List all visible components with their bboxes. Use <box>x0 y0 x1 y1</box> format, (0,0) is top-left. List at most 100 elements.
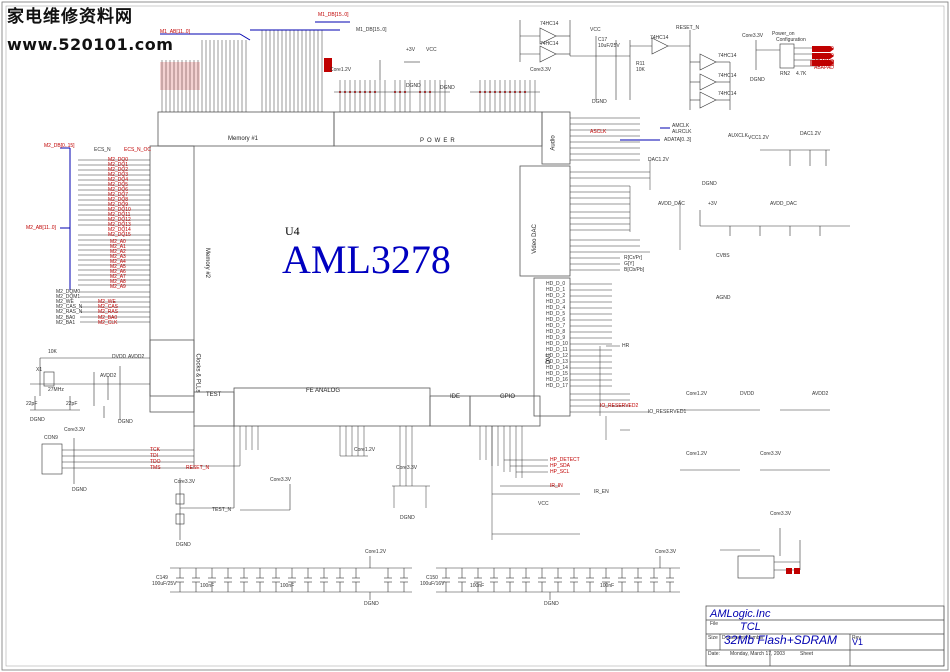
dvi-pin: HD_D_5 <box>546 311 566 317</box>
pwr-core33-fe: Core3.3V <box>396 465 418 471</box>
bus-m1-db-port: M1_DB[15..0] <box>356 27 387 33</box>
pwr-dgnd-reset: DGND <box>592 99 607 105</box>
pwr-33v: +3V <box>708 201 718 207</box>
bus-m2-db: M2_DB[0..15] <box>44 143 75 149</box>
m2-a: M2_A1 <box>110 244 126 250</box>
power-dots <box>339 91 526 93</box>
m2-a: M2_A3 <box>110 254 126 260</box>
pwr-dgnd-clk: DGND <box>30 417 45 423</box>
pwr-avdd-dac: AVDD_DAC <box>770 201 797 207</box>
pwr-avdd2b: AVDD2 <box>100 373 117 379</box>
bus-ecs-n-oc: ECS_N_OC <box>124 147 151 153</box>
pwr-dgnd-cfg: DGND <box>750 77 765 83</box>
test-resistors <box>175 426 291 540</box>
bus-m1-db: M1_DB[15..0] <box>318 12 349 18</box>
pwr-core33-eeprom: Core3.3V <box>770 511 792 517</box>
pwr-core33-test: Core3.3V <box>174 479 196 485</box>
tb-doc-label: Document Number <box>722 635 764 641</box>
crystal-c38: 22pF <box>66 401 78 407</box>
memory1-pins <box>161 30 323 112</box>
crystal-r17: 10K <box>48 349 57 355</box>
m2-ctrl: M2_DQM1 <box>56 294 81 300</box>
config-red-tags <box>810 46 834 66</box>
bus-ecs-n: ECS_N <box>94 147 111 153</box>
dvi-wiring <box>570 283 650 440</box>
dvi-pin: HD_D_2 <box>546 293 566 299</box>
block-clocks: Clocks & PLLs <box>194 353 201 393</box>
cap-value: 100nF <box>470 583 485 589</box>
cap-bank-left <box>170 556 412 600</box>
m2-a: M2_A6 <box>110 269 126 275</box>
m2-dq: M2_DQ8 <box>108 197 129 203</box>
bus-asclk: ASCLK <box>590 129 607 135</box>
dvi-pin: HD_D_0 <box>546 281 566 287</box>
net-test-n: TEST_N <box>212 507 232 513</box>
m2-dq: M2_DQ4 <box>108 177 129 183</box>
m2-ctrl-red: M2_RAS <box>98 309 119 315</box>
pwr-core12-r2: Core1.2V <box>686 451 708 457</box>
net-ir-en: IR_EN <box>594 489 609 495</box>
c17-label: C17 <box>598 37 608 43</box>
power-pins <box>339 80 536 112</box>
dvi-pin: HD_D_6 <box>546 317 566 323</box>
tb-company: AMLogic.Inc <box>710 608 771 620</box>
m2-dq: M2_DQ1 <box>108 162 129 168</box>
m2-a: M2_A9 <box>110 284 126 290</box>
pwr-dgnd-top2: DGND <box>440 85 455 91</box>
cfg-rn-value: 4.7K <box>796 71 807 77</box>
reset-circuit <box>519 20 731 110</box>
jtag-connector <box>41 426 195 484</box>
cap-value: 100nF <box>200 583 215 589</box>
pwr-3v: +3V <box>406 47 416 53</box>
pwr-core12-r: Core1.2V <box>686 391 708 397</box>
u13b-label: 74HC14 <box>540 41 559 47</box>
pwr-core33-top: Core3.3V <box>530 67 552 73</box>
tb-sheet-label: Sheet <box>800 651 814 657</box>
m2-dq: M2_DQ0 <box>108 157 129 163</box>
u13d-label: 74HC14 <box>718 53 737 59</box>
pwr-vcc-gpio: VCC <box>538 501 549 507</box>
left-bus-wiring <box>60 147 71 290</box>
pwr-avdd2: AVDD2 <box>128 354 145 360</box>
pwr-dgnd-r1: DGND <box>702 181 717 187</box>
cap-bank-right-first-v: 100uF/16V <box>420 581 445 587</box>
m2-dq: M2_DQ7 <box>108 192 129 198</box>
bus-alrclk: ALRCLK <box>672 129 692 135</box>
tb-rev-label: Rev <box>852 635 861 641</box>
block-memory1: Memory #1 <box>228 136 259 142</box>
u13a-label: 74HC14 <box>540 21 559 27</box>
tb-file-label: File <box>710 621 719 627</box>
crystal-ref: X1 <box>36 367 43 373</box>
r11-value: 10K <box>636 67 645 73</box>
reset-n-label: RESET_N <box>676 25 700 31</box>
jtag-tdi: TDI <box>150 453 159 459</box>
r11-label: R11 <box>636 61 645 67</box>
net-gpio-0: HP_DETECT <box>550 457 580 463</box>
dvi-pin: HD_D_13 <box>546 359 568 365</box>
block-power: POWER <box>420 138 458 144</box>
dvi-pin: HD_D_4 <box>546 305 566 311</box>
pwr-core12-top: Core1.2V <box>330 67 352 73</box>
tb-date: Monday, March 17, 2003 <box>730 651 785 657</box>
pwr-dgnd-jtag: DGND <box>72 487 87 493</box>
pwr-dgnd-top: DGND <box>406 83 421 89</box>
cfg-title: Power_on <box>772 31 795 37</box>
pwr-agnd: AGND <box>716 295 731 301</box>
right-filter-caps <box>680 149 850 579</box>
video-out-r: R[Cr/Pr] <box>624 255 643 261</box>
pwr-dgnd-bank: DGND <box>364 601 379 607</box>
cfg-pin-2: ABAPAD <box>814 59 834 65</box>
dvi-pin: HD_D_15 <box>546 371 568 377</box>
dvi-pin: HD_D_12 <box>546 353 568 359</box>
dvi-net-reserved1: IO_RESERVED1 <box>648 409 687 415</box>
dvi-pin: HD_D_10 <box>546 341 568 347</box>
pwr-core33-bank: Core3.3V <box>655 549 677 555</box>
m2-dq: M2_DQ14 <box>108 227 131 233</box>
m2-dq: M2_DQ11 <box>108 212 131 218</box>
pwr-vcc2: VCC <box>426 47 437 53</box>
ic-body-u4 <box>149 111 571 427</box>
m2-a: M2_A8 <box>110 279 126 285</box>
u13c-label: 74HC14 <box>650 35 669 41</box>
left-signal-lines <box>78 159 150 323</box>
